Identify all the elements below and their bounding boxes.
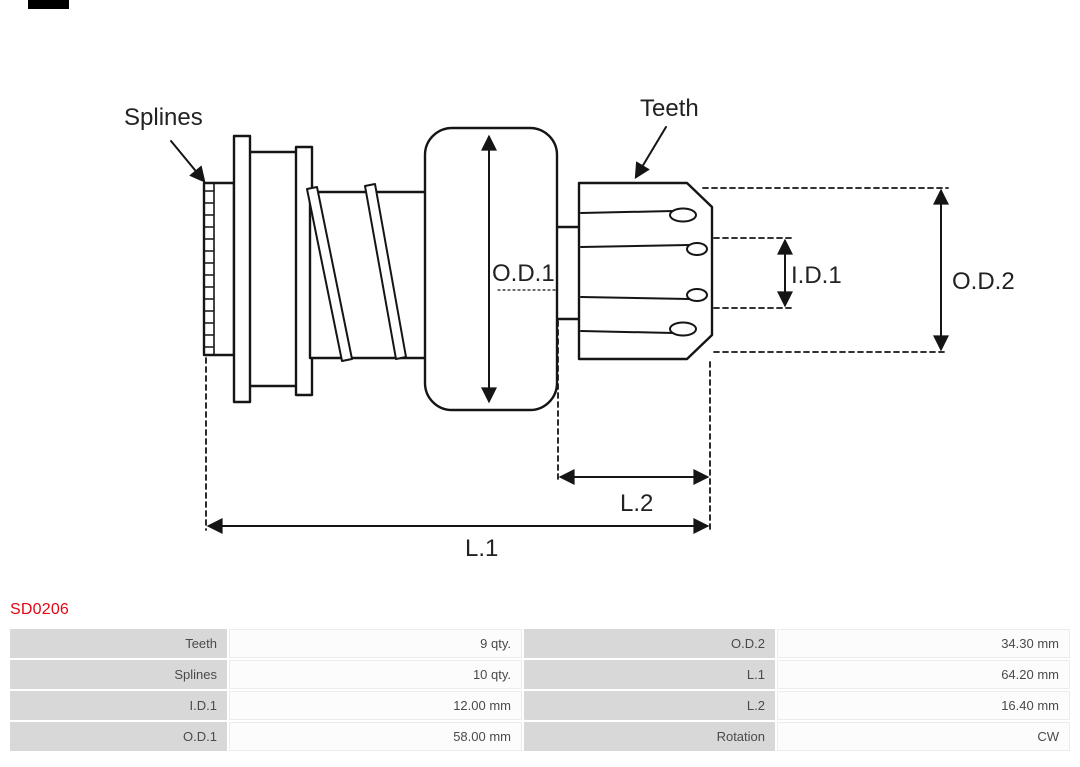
spec-label: Teeth: [10, 629, 227, 658]
od1-label: O.D.1: [492, 260, 555, 287]
l1-label: L.1: [465, 535, 498, 562]
spec-value: 10 qty.: [229, 660, 522, 689]
spec-label: I.D.1: [10, 691, 227, 720]
splines-label: Splines: [124, 104, 203, 131]
spec-value: 58.00 mm: [229, 722, 522, 751]
gear-teeth-grooves: [580, 207, 708, 337]
spec-row: O.D.1 58.00 mm Rotation CW: [10, 722, 1070, 751]
spec-row: I.D.1 12.00 mm L.2 16.40 mm: [10, 691, 1070, 720]
spec-label: Rotation: [524, 722, 775, 751]
spec-label: O.D.1: [10, 722, 227, 751]
l2-label: L.2: [620, 490, 653, 517]
od2-extension-lines: [702, 187, 949, 353]
teeth-leader-arrow: [634, 126, 667, 180]
splines-leader-arrow: [170, 140, 206, 183]
teeth-label: Teeth: [640, 95, 699, 122]
spec-value: 34.30 mm: [777, 629, 1070, 658]
spec-label: L.2: [524, 691, 775, 720]
l2-extension-lines: [557, 320, 711, 531]
spec-value: 9 qty.: [229, 629, 522, 658]
spec-value: CW: [777, 722, 1070, 751]
od2-label: O.D.2: [952, 268, 1015, 295]
id1-extension-lines: [713, 237, 793, 309]
spec-row: Teeth 9 qty. O.D.2 34.30 mm: [10, 629, 1070, 658]
spec-label: O.D.2: [524, 629, 775, 658]
spring-coil: [306, 186, 353, 362]
part-code: SD0206: [10, 601, 70, 618]
hub-spool: [246, 150, 302, 388]
spec-value: 12.00 mm: [229, 691, 522, 720]
spec-value: 16.40 mm: [777, 691, 1070, 720]
flange-disc-1: [232, 134, 252, 404]
pinion-gear: [577, 181, 714, 361]
spec-label: L.1: [524, 660, 775, 689]
diagram-area: Splines Teeth O.D.1 I.D.1 O.D.2 L.2 L.1: [124, 95, 1015, 562]
logo-bar: [28, 0, 69, 9]
spline-shaft: [202, 181, 236, 357]
spec-row: Splines 10 qty. L.1 64.20 mm: [10, 660, 1070, 689]
spring-coil: [364, 183, 407, 360]
spec-table: Teeth 9 qty. O.D.2 34.30 mm Splines 10 q…: [8, 627, 1072, 753]
starter-drive-diagram: Splines Teeth O.D.1 I.D.1 O.D.2 L.2 L.1: [124, 95, 1015, 562]
spec-value: 64.20 mm: [777, 660, 1070, 689]
id1-label: I.D.1: [791, 262, 842, 289]
spec-label: Splines: [10, 660, 227, 689]
